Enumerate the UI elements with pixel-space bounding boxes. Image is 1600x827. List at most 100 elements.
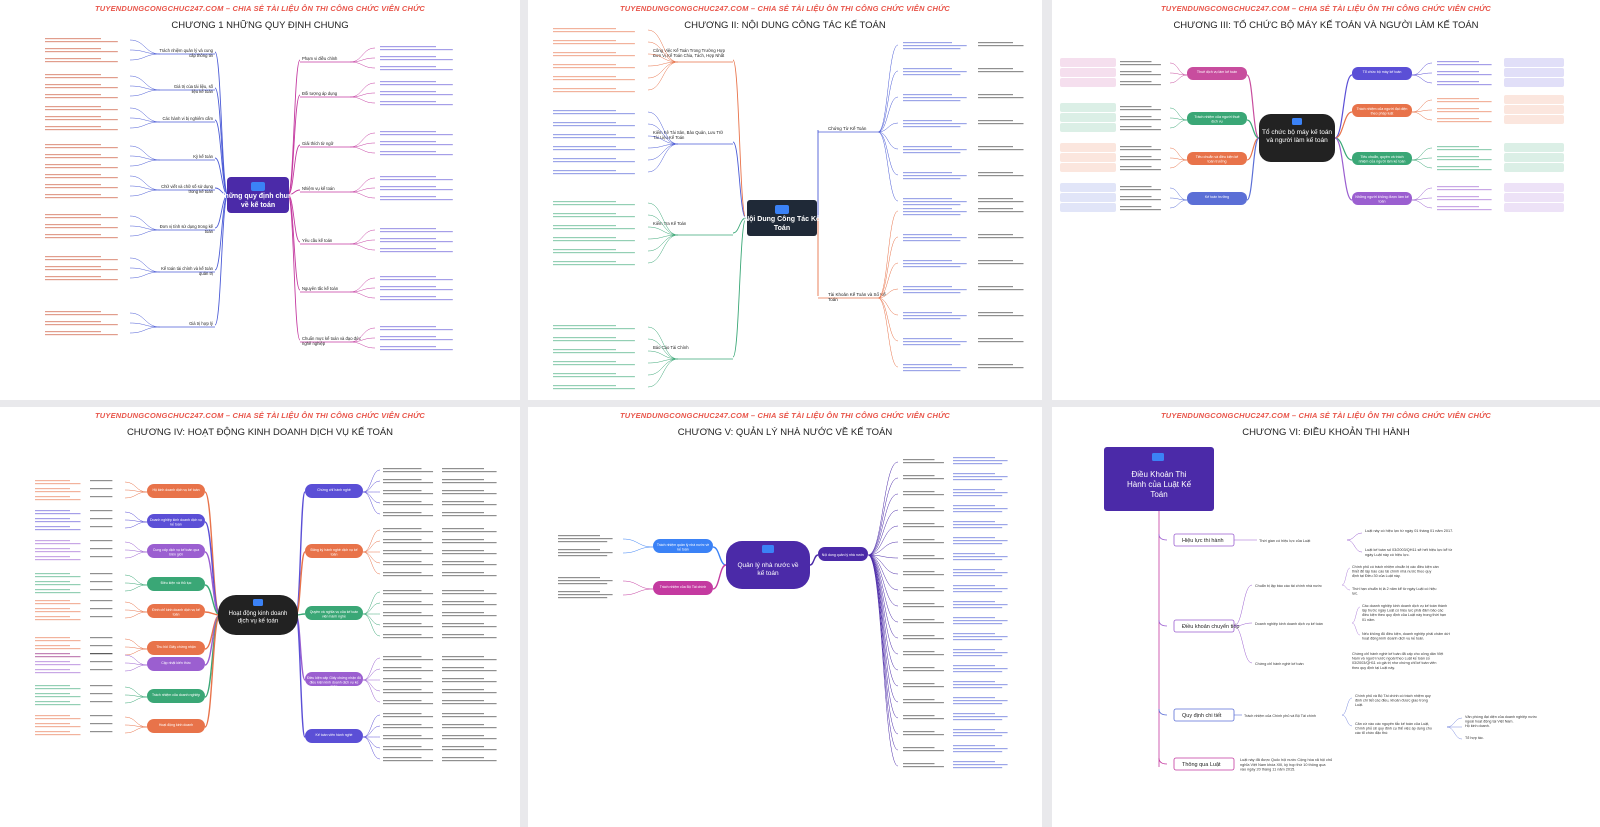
text-line — [903, 71, 967, 73]
svg-text:dịch vụ kế toán: dịch vụ kế toán — [238, 619, 278, 625]
connector-line — [362, 613, 381, 626]
svg-text:thiết để lập báo cáo tài chính: thiết để lập báo cáo tài chính nhà nước … — [1352, 570, 1431, 574]
text-line — [380, 81, 436, 83]
leaf-text: Văn phòng đại diện của doanh nghiệp nước… — [1465, 715, 1537, 724]
text-line — [903, 731, 935, 733]
text-line — [1120, 71, 1152, 73]
text-line — [1120, 109, 1161, 111]
text-line — [978, 234, 1013, 236]
text-line — [383, 749, 434, 751]
connector-line — [124, 646, 148, 650]
connector-line — [1411, 187, 1433, 201]
connector-line — [349, 146, 376, 154]
connector-line — [1169, 107, 1188, 121]
text-line — [383, 724, 422, 726]
text-line — [35, 723, 70, 725]
text-line — [383, 553, 434, 555]
sub-branch-label: Thời gian có hiệu lực của Luật — [1259, 539, 1311, 543]
svg-text:Tài Khoản Kế Toán và Sổ Kế: Tài Khoản Kế Toán và Sổ Kế — [828, 291, 886, 297]
text-line — [553, 328, 635, 330]
connector-line — [349, 291, 376, 299]
text-line — [978, 201, 1024, 203]
text-line — [978, 120, 1013, 122]
text-line — [903, 214, 961, 216]
connector-line — [1233, 622, 1253, 627]
text-line — [953, 761, 995, 763]
text-line — [45, 279, 118, 281]
connector-line — [1169, 62, 1188, 76]
connector-line — [349, 92, 376, 98]
text-line — [953, 479, 1003, 481]
text-line — [383, 515, 434, 517]
text-line — [953, 764, 1008, 766]
connector-line — [129, 229, 161, 237]
connector-line — [1169, 74, 1188, 84]
text-line — [553, 88, 616, 90]
connector-line — [362, 551, 381, 575]
text-line — [903, 459, 935, 461]
text-line — [953, 716, 1008, 718]
svg-text:Toán: Toán — [774, 225, 790, 232]
svg-text:Giá trị hợp lý: Giá trị hợp lý — [189, 321, 214, 326]
text-line — [553, 76, 616, 78]
connector-line — [129, 225, 161, 231]
text-line — [903, 289, 967, 291]
text-line — [383, 670, 434, 672]
leaf-box — [1060, 203, 1116, 212]
text-line — [35, 529, 81, 531]
svg-text:Cập nhật kiến thức: Cập nhật kiến thức — [161, 661, 191, 665]
text-line — [553, 261, 616, 263]
text-line — [1120, 156, 1152, 158]
text-line — [383, 490, 422, 492]
svg-text:định chi tiết các điều, khoản: định chi tiết các điều, khoản được giao … — [1355, 699, 1428, 703]
leaf-box — [1060, 143, 1116, 152]
text-line — [45, 154, 101, 156]
svg-text:Nhiệm vụ kế toán: Nhiệm vụ kế toán — [302, 186, 335, 191]
text-line — [553, 264, 635, 266]
text-line — [45, 147, 118, 149]
svg-text:ngoài hoạt động tại Việt Nam.: ngoài hoạt động tại Việt Nam. — [1465, 720, 1514, 724]
connector-line — [129, 322, 161, 328]
text-line — [35, 664, 81, 666]
leaf-box — [1060, 183, 1116, 192]
text-line — [90, 526, 113, 528]
text-line — [442, 760, 497, 762]
connector-line — [1446, 726, 1463, 740]
connector-line — [129, 53, 161, 61]
connector-line — [732, 217, 747, 234]
branch-label: Hoạt động kinh doanh — [159, 723, 193, 727]
text-line — [558, 535, 600, 537]
connector-line — [1334, 74, 1353, 139]
text-line — [1120, 196, 1152, 198]
text-line — [383, 692, 434, 694]
text-line — [35, 496, 70, 498]
text-line — [903, 48, 961, 50]
mindmap-panel-6: TUYENDUNGCONGCHUC247.COM – CHIA SẺ TÀI L… — [1052, 407, 1600, 827]
svg-text:kế toán: kế toán — [757, 568, 779, 577]
connector-line — [1411, 74, 1433, 84]
svg-text:kế toán: kế toán — [170, 522, 182, 526]
connector-line — [647, 358, 679, 388]
svg-text:03/2003/QH11 có giá trị như ch: 03/2003/QH11 có giá trị như chứng chỉ kế… — [1352, 661, 1436, 665]
svg-text:Nam và người nước ngoài theo L: Nam và người nước ngoài theo Luật kế toá… — [1352, 657, 1430, 661]
connector-line — [622, 588, 654, 596]
connector-line — [1246, 74, 1260, 139]
text-line — [383, 575, 434, 577]
connector-line — [362, 714, 381, 738]
text-line — [380, 279, 453, 281]
svg-text:về kế toán: về kế toán — [241, 200, 275, 209]
svg-text:các tổ chức đặc thù:: các tổ chức đặc thù: — [1355, 731, 1388, 735]
text-line — [903, 574, 944, 576]
text-line — [953, 463, 1003, 465]
text-line — [90, 693, 113, 695]
text-line — [1437, 61, 1479, 63]
leaf-box — [1504, 58, 1564, 67]
text-line — [383, 634, 422, 636]
text-line — [903, 149, 967, 151]
text-line — [380, 349, 453, 351]
connector-line — [362, 551, 381, 564]
text-line — [90, 581, 113, 583]
leaf-box — [1504, 163, 1564, 172]
branch-label: Giá trị hợp lý — [189, 321, 214, 326]
